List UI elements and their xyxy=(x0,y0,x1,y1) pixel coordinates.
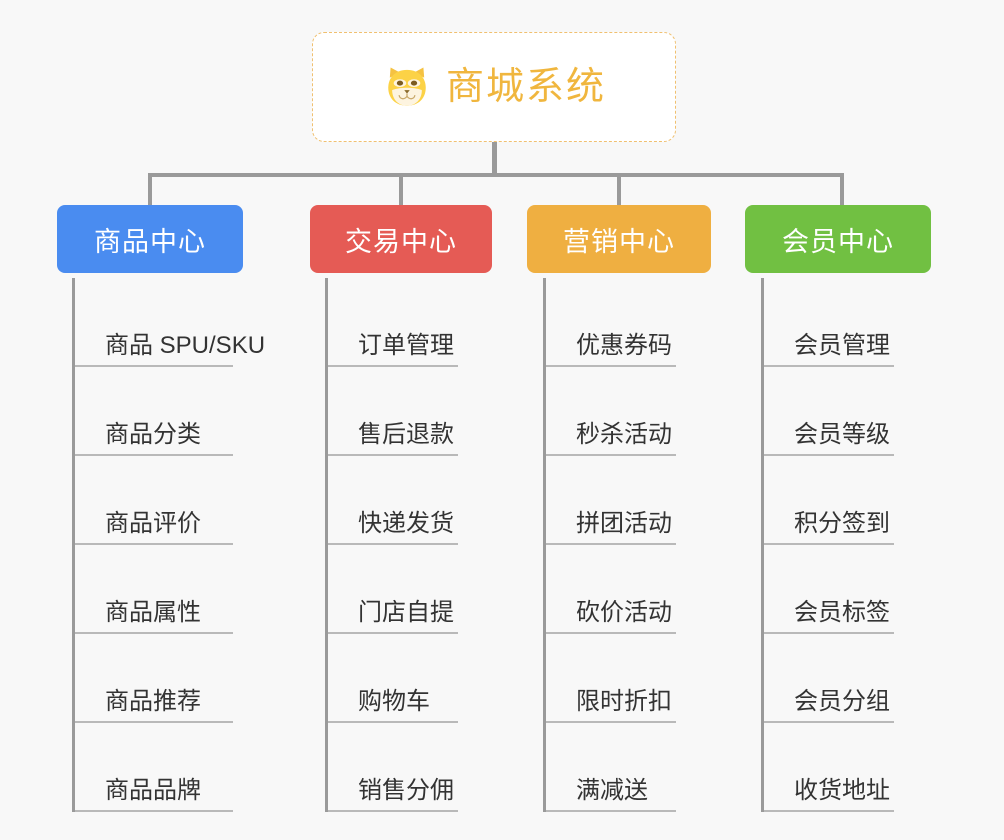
leaf-item[interactable]: 订单管理 xyxy=(328,278,458,367)
root-node[interactable]: 商城系统 xyxy=(312,32,676,142)
leaf-item[interactable]: 销售分佣 xyxy=(328,723,458,812)
leaf-list-marketing: 优惠券码 秒杀活动 拼团活动 砍价活动 限时折扣 满减送 xyxy=(543,278,676,812)
connector-drop-3 xyxy=(617,173,621,207)
category-header-marketing[interactable]: 营销中心 xyxy=(527,205,711,273)
leaf-item[interactable]: 会员标签 xyxy=(764,545,894,634)
leaf-label: 会员标签 xyxy=(794,598,890,626)
category-header-member[interactable]: 会员中心 xyxy=(745,205,931,273)
leaf-label: 快递发货 xyxy=(358,509,454,537)
leaf-label: 商品品牌 xyxy=(105,776,201,804)
leaf-label: 商品推荐 xyxy=(105,687,201,715)
category-label: 交易中心 xyxy=(345,226,457,257)
category-column-2: 交易中心 xyxy=(310,205,492,273)
leaf-label: 限时折扣 xyxy=(576,687,672,715)
dog-face-icon xyxy=(388,67,426,106)
category-column-1: 商品中心 xyxy=(57,205,243,273)
leaf-label: 售后退款 xyxy=(358,420,454,448)
leaf-item[interactable]: 商品品牌 xyxy=(75,723,233,812)
leaf-label: 门店自提 xyxy=(358,598,454,626)
leaf-list-trade: 订单管理 售后退款 快递发货 门店自提 购物车 销售分佣 xyxy=(325,278,458,812)
leaf-item[interactable]: 会员等级 xyxy=(764,367,894,456)
category-column-4: 会员中心 xyxy=(745,205,931,273)
leaf-label: 收货地址 xyxy=(794,776,890,804)
leaf-item[interactable]: 商品推荐 xyxy=(75,634,233,723)
leaf-label: 商品属性 xyxy=(105,598,201,626)
leaf-item[interactable]: 商品属性 xyxy=(75,545,233,634)
leaf-item[interactable]: 限时折扣 xyxy=(546,634,676,723)
leaf-label: 会员分组 xyxy=(794,687,890,715)
connector-root-stem xyxy=(492,142,497,177)
category-label: 会员中心 xyxy=(782,226,894,257)
category-label: 营销中心 xyxy=(563,226,675,257)
leaf-item[interactable]: 商品评价 xyxy=(75,456,233,545)
leaf-item[interactable]: 拼团活动 xyxy=(546,456,676,545)
leaf-item[interactable]: 秒杀活动 xyxy=(546,367,676,456)
leaf-label: 积分签到 xyxy=(794,509,890,537)
leaf-item[interactable]: 会员管理 xyxy=(764,278,894,367)
leaf-label: 会员管理 xyxy=(794,331,890,359)
leaf-label: 会员等级 xyxy=(794,420,890,448)
leaf-label: 销售分佣 xyxy=(358,776,454,804)
leaf-item[interactable]: 满减送 xyxy=(546,723,676,812)
leaf-label: 砍价活动 xyxy=(576,598,672,626)
leaf-item[interactable]: 优惠券码 xyxy=(546,278,676,367)
leaf-item[interactable]: 砍价活动 xyxy=(546,545,676,634)
leaf-item[interactable]: 商品 SPU/SKU xyxy=(75,278,265,367)
leaf-list-product: 商品 SPU/SKU 商品分类 商品评价 商品属性 商品推荐 商品品牌 xyxy=(72,278,265,812)
connector-drop-4 xyxy=(840,173,844,207)
connector-drop-1 xyxy=(148,173,152,207)
leaf-item[interactable]: 购物车 xyxy=(328,634,458,723)
leaf-item[interactable]: 门店自提 xyxy=(328,545,458,634)
category-column-3: 营销中心 xyxy=(527,205,711,273)
category-header-product[interactable]: 商品中心 xyxy=(57,205,243,273)
leaf-label: 订单管理 xyxy=(358,331,454,359)
leaf-label: 商品分类 xyxy=(105,420,201,448)
leaf-label: 满减送 xyxy=(576,776,648,804)
root-title: 商城系统 xyxy=(445,66,606,108)
connector-drop-2 xyxy=(399,173,403,207)
leaf-item[interactable]: 售后退款 xyxy=(328,367,458,456)
category-label: 商品中心 xyxy=(94,226,206,257)
leaf-item[interactable]: 积分签到 xyxy=(764,456,894,545)
leaf-label: 拼团活动 xyxy=(576,509,672,537)
connector-horizontal-bus xyxy=(148,173,844,177)
category-header-trade[interactable]: 交易中心 xyxy=(310,205,492,273)
leaf-label: 秒杀活动 xyxy=(576,420,672,448)
leaf-label: 优惠券码 xyxy=(576,331,672,359)
leaf-item[interactable]: 收货地址 xyxy=(764,723,894,812)
leaf-list-member: 会员管理 会员等级 积分签到 会员标签 会员分组 收货地址 xyxy=(761,278,894,812)
leaf-label: 商品 SPU/SKU xyxy=(105,331,266,359)
leaf-label: 购物车 xyxy=(358,687,430,715)
leaf-item[interactable]: 商品分类 xyxy=(75,367,233,456)
leaf-item[interactable]: 快递发货 xyxy=(328,456,458,545)
leaf-item[interactable]: 会员分组 xyxy=(764,634,894,723)
leaf-label: 商品评价 xyxy=(105,509,201,537)
